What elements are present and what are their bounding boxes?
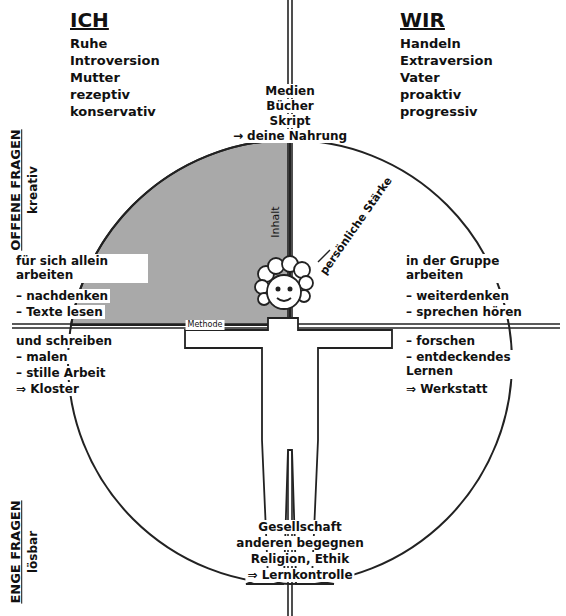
- axis-end-label: Religion, Ethik: [249, 552, 351, 566]
- method-label: ⇒ Kloster: [14, 382, 81, 396]
- trait-label: Mutter: [68, 70, 122, 86]
- trait-label: Introversion: [68, 53, 162, 69]
- method-label: für sich allein arbeiten: [14, 254, 148, 283]
- method-label: – weiterdenken: [404, 289, 511, 303]
- method-label: und schreiben: [14, 334, 114, 348]
- trait-label: Handeln: [398, 36, 463, 52]
- side-heading: ENGE FRAGEN: [8, 498, 24, 605]
- method-label: – nachdenken: [14, 289, 110, 303]
- side-heading: OFFENE FRAGEN: [8, 127, 24, 252]
- figure-eye: [288, 287, 291, 290]
- trait-label: konservativ: [68, 104, 158, 120]
- figure-body: [185, 318, 392, 578]
- axis-end-label: → deine Nahrung: [231, 129, 349, 143]
- trait-label: Extraversion: [398, 53, 495, 69]
- trait-label: Ruhe: [68, 36, 109, 52]
- trait-label: rezeptiv: [68, 87, 132, 103]
- figure: [185, 256, 392, 584]
- method-label: – stille Arbeit: [14, 366, 108, 380]
- figure-face: [267, 275, 301, 309]
- method-label: – entdeckendes Lernen: [404, 350, 558, 379]
- side-label: lösbar: [26, 529, 40, 575]
- quadrant-heading: ICH: [68, 8, 111, 32]
- diagonal-label: persönliche Stärke: [316, 173, 396, 279]
- axis-end-label: anderen begegnen: [234, 536, 365, 550]
- method-label: – sprechen hören: [404, 305, 524, 319]
- figure-mouth: [277, 298, 291, 301]
- method-label: – malen: [14, 350, 70, 364]
- figure-eye: [276, 287, 279, 290]
- method-label: ⇒ Werkstatt: [404, 382, 490, 396]
- axis-end-label: Medien: [263, 84, 316, 98]
- method-label: in der Gruppe arbeiten: [404, 254, 558, 283]
- trait-label: progressiv: [398, 104, 480, 120]
- axis-end-label: Bücher: [264, 99, 315, 113]
- side-label: kreativ: [26, 164, 40, 216]
- axis-label: Inhalt: [269, 204, 282, 239]
- method-label: – Texte lesen: [14, 305, 105, 319]
- quadrant-heading: WIR: [398, 8, 447, 32]
- trait-label: Vater: [398, 70, 442, 86]
- axis-label: Methode: [186, 320, 225, 330]
- axis-end-label: Skript: [268, 114, 313, 128]
- axis-end-label: Gesellschaft: [256, 520, 343, 534]
- method-label: – forschen: [404, 334, 477, 348]
- trait-label: proaktiv: [398, 87, 463, 103]
- axis-end-label: ⇒ Lernkontrolle: [245, 568, 354, 582]
